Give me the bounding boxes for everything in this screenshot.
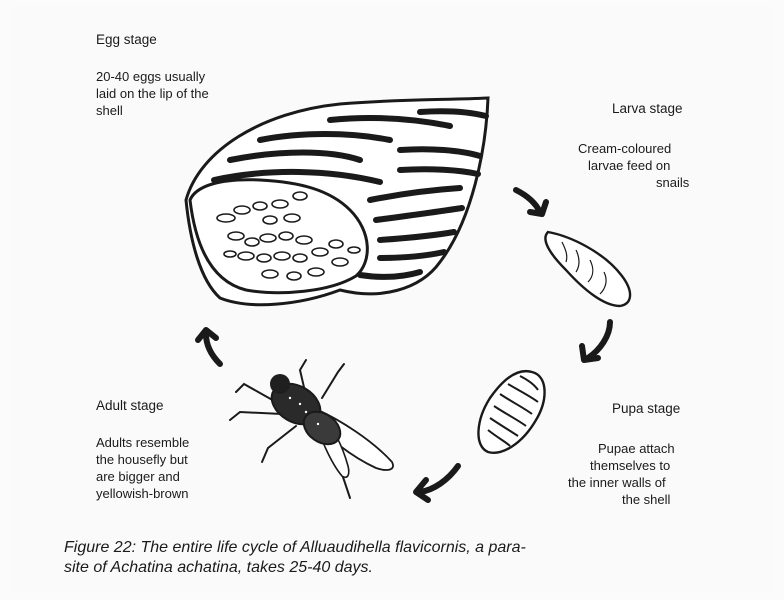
egg-desc-line: shell xyxy=(96,102,296,119)
arrow-larva-to-pupa xyxy=(582,322,610,360)
adult-desc-line: the housefly but xyxy=(96,451,296,468)
larva-desc-line: larvae feed on xyxy=(578,157,778,174)
egg-desc-line: 20-40 eggs usually xyxy=(96,68,296,85)
egg-stage-description: 20-40 eggs usually laid on the lip of th… xyxy=(96,68,296,119)
pupa-stage-title: Pupa stage xyxy=(612,400,680,417)
egg-desc-line: laid on the lip of the xyxy=(96,85,296,102)
snail-shell-illustration xyxy=(186,98,488,305)
adult-stage-title: Adult stage xyxy=(96,397,164,414)
caption-line-1: Figure 22: The entire life cycle of Allu… xyxy=(64,538,754,558)
larva-illustration xyxy=(545,232,630,306)
arrow-adult-to-egg xyxy=(198,330,220,364)
egg-stage-title: Egg stage xyxy=(96,31,157,48)
adult-desc-line: yellowish-brown xyxy=(96,485,296,502)
pupa-desc-line: themselves to xyxy=(568,457,768,474)
adult-desc-line: Adults resemble xyxy=(96,434,296,451)
arrow-pupa-to-adult xyxy=(416,466,458,500)
figure-caption: Figure 22: The entire life cycle of Allu… xyxy=(64,538,754,578)
larva-stage-description: Cream-coloured larvae feed on snails xyxy=(578,140,778,191)
larva-desc-line: Cream-coloured xyxy=(578,140,778,157)
pupa-illustration xyxy=(478,371,544,453)
adult-desc-line: are bigger and xyxy=(96,468,296,485)
larva-stage-title: Larva stage xyxy=(612,100,683,117)
pupa-desc-line: Pupae attach xyxy=(568,440,768,457)
pupa-stage-description: Pupae attach themselves to the inner wal… xyxy=(568,440,768,508)
pupa-desc-line: the shell xyxy=(568,491,768,508)
arrow-egg-to-larva xyxy=(516,190,546,214)
adult-stage-description: Adults resemble the housefly but are big… xyxy=(96,434,296,502)
larva-desc-line: snails xyxy=(578,174,778,191)
caption-line-2: site of Achatina achatina, takes 25-40 d… xyxy=(64,558,754,578)
pupa-desc-line: the inner walls of xyxy=(568,474,768,491)
